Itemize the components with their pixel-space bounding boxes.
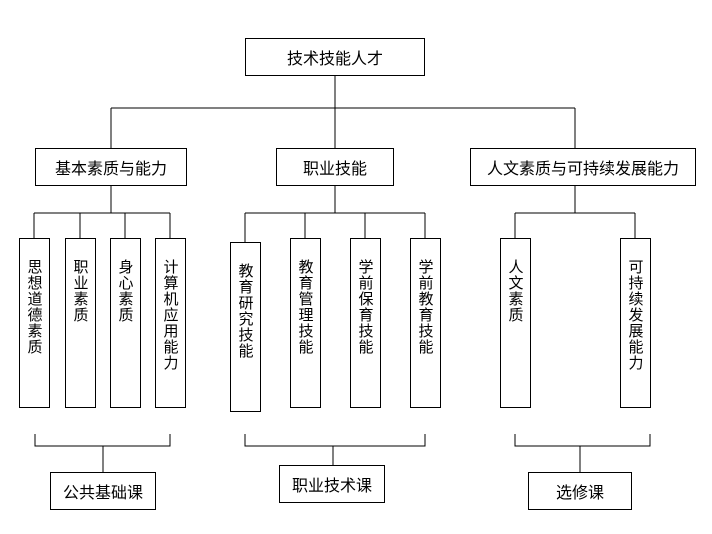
leaf-node-label: 思想道德素质: [25, 259, 44, 355]
branch-node-label: 基本素质与能力: [54, 159, 167, 178]
leaf-node-label: 学前保育技能: [356, 259, 375, 355]
root-node-label: 技术技能人才: [286, 49, 383, 68]
leaf-node-label: 职业素质: [71, 259, 90, 323]
leaf-node-label: 学前教育技能: [416, 259, 435, 355]
leaf-node-label: 计算机应用能力: [161, 259, 180, 371]
leaf-node: 学前教育技能: [410, 238, 441, 408]
course-node-elective: 选修课: [528, 472, 632, 510]
course-node-label: 选修课: [555, 483, 604, 502]
branch-node-vocational-skills: 职业技能: [276, 148, 394, 186]
branch-node-humanities: 人文素质与可持续发展能力: [470, 148, 696, 186]
course-node-public-basic: 公共基础课: [50, 472, 156, 510]
branch-node-basic-quality: 基本素质与能力: [35, 148, 187, 186]
leaf-node: 职业素质: [65, 238, 96, 408]
bracket-group-1: [34, 434, 171, 447]
course-node-label: 公共基础课: [62, 483, 143, 502]
root-node: 技术技能人才: [245, 38, 425, 76]
leaf-node-label: 教育管理技能: [296, 259, 315, 355]
leaf-node-label: 教育研究技能: [236, 263, 255, 359]
course-node-vocational: 职业技术课: [279, 465, 385, 503]
leaf-node-label: 可持续发展能力: [626, 259, 645, 371]
branch-node-label: 职业技能: [302, 159, 367, 178]
leaf-node: 教育管理技能: [290, 238, 321, 408]
bracket-group-3: [514, 434, 651, 447]
leaf-node: 人文素质: [500, 238, 531, 408]
leaf-node: 计算机应用能力: [155, 238, 186, 408]
bracket-group-2: [244, 434, 426, 447]
leaf-node: 身心素质: [110, 238, 141, 408]
leaf-node: 可持续发展能力: [620, 238, 651, 408]
course-node-label: 职业技术课: [291, 476, 372, 495]
leaf-node: 思想道德素质: [19, 238, 50, 408]
leaf-node-label: 身心素质: [116, 259, 135, 323]
leaf-node-label: 人文素质: [506, 259, 525, 323]
leaf-node: 教育研究技能: [230, 242, 261, 412]
branch-node-label: 人文素质与可持续发展能力: [486, 159, 679, 178]
leaf-node: 学前保育技能: [350, 238, 381, 408]
